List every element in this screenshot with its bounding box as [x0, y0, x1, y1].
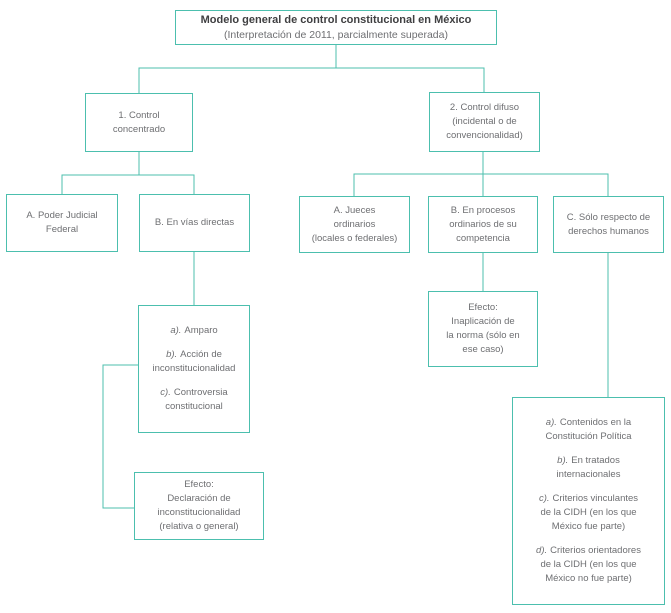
efecto-text-line: (relativa o general) [159, 521, 239, 532]
efecto-text-line: la norma (sólo en [446, 330, 520, 341]
list-item-tratados: b).En tratados internacionales [557, 454, 621, 482]
item-text: Criterios orientadores [550, 545, 641, 556]
node-procesos-ordinarios: B. En procesos ordinarios de su competen… [428, 196, 538, 253]
item-marker: d). [536, 545, 548, 556]
item-marker: a). [170, 325, 182, 336]
node-label-line: B. En vías directas [154, 217, 235, 228]
item-text: Acción de [180, 349, 222, 360]
node-label-line: competencia [456, 232, 510, 244]
item-marker: b). [166, 349, 178, 360]
node-label-line: 2. Control difuso [449, 102, 520, 113]
list-item-criterios-orientadores: d).Criterios orientadores de la CIDH (en… [536, 544, 641, 586]
node-label-line: (incidental o de [452, 116, 517, 127]
item-text: Contenidos en la [559, 417, 632, 428]
diagram-subtitle: (Interpretación de 2011, parcialmente su… [224, 29, 448, 41]
efecto-label: Efecto: [184, 479, 214, 490]
node-label-line: A. Jueces [333, 204, 376, 216]
item-text: Amparo [184, 325, 218, 336]
item-marker: c). [538, 493, 550, 504]
item-marker: c). [160, 387, 171, 398]
connector-difuso-split [353, 173, 609, 196]
efecto-text-line: Declaración de [167, 493, 231, 504]
item-text: México no fue parte) [545, 573, 632, 584]
item-text: Criterios vinculantes [552, 493, 639, 504]
node-label-line: convencionalidad) [446, 130, 523, 141]
diagram-title: Modelo general de control constitucional… [200, 14, 472, 26]
title-node: Modelo general de control constitucional… [175, 10, 497, 45]
node-label-line: C. Sólo respecto de [566, 211, 651, 223]
item-text: de la CIDH (en los que [540, 507, 637, 518]
item-text: internacionales [556, 469, 621, 480]
item-text: México fue parte) [551, 521, 626, 532]
node-label-line: Federal [45, 224, 79, 235]
item-marker: b). [557, 455, 569, 466]
node-label-line: ordinarios de su [449, 218, 517, 230]
node-control-concentrado: 1. Control concentrado [85, 93, 193, 152]
node-label-line: ordinarios [333, 218, 376, 230]
node-label-line: 1. Control [118, 109, 160, 121]
node-label-line: A. Poder Judicial [26, 210, 98, 221]
list-item-criterios-vinculantes: c).Criterios vinculantes de la CIDH (en … [539, 492, 638, 534]
node-label-line: (locales o federales) [311, 232, 398, 244]
node-control-difuso: 2. Control difuso (incidental o de conve… [429, 92, 540, 152]
item-text: Constitución Política [545, 431, 632, 442]
node-label-line: derechos humanos [568, 225, 649, 237]
node-jueces-ordinarios: A. Jueces ordinarios (locales o federale… [299, 196, 410, 253]
node-label-line: B. En procesos [450, 204, 516, 216]
list-item-amparo: a).Amparo [170, 324, 217, 338]
item-marker: a). [545, 417, 557, 428]
item-text: de la CIDH (en los que [540, 559, 637, 570]
node-efecto-declaracion: Efecto: Declaración de inconstitucionali… [134, 472, 264, 540]
connector-concentrado-split [61, 174, 195, 194]
node-vias-directas-list: a).Amparo b).Acción de inconstitucionali… [138, 305, 250, 433]
node-efecto-inaplicacion: Efecto: Inaplicación de la norma (sólo e… [428, 291, 538, 367]
node-vias-directas: B. En vías directas [139, 194, 250, 252]
list-item-accion-inconstitucionalidad: b).Acción de inconstitucionalidad [153, 348, 236, 376]
item-text: inconstitucionalidad [152, 363, 236, 374]
node-derechos-humanos-list: a).Contenidos en la Constitución Polític… [512, 397, 665, 605]
item-text: Controversia [173, 387, 228, 398]
efecto-text-line: Inaplicación de [451, 316, 515, 327]
efecto-text-line: inconstitucionalidad [157, 507, 241, 518]
efecto-label: Efecto: [468, 302, 498, 313]
node-poder-judicial-federal: A. Poder Judicial Federal [6, 194, 118, 252]
list-item-constitucion: a).Contenidos en la Constitución Polític… [545, 416, 631, 444]
item-text: constitucional [165, 401, 223, 412]
connector-top-split [138, 67, 485, 93]
item-text: En tratados [571, 455, 620, 466]
node-label-line: concentrado [112, 123, 166, 135]
node-solo-derechos-humanos: C. Sólo respecto de derechos humanos [553, 196, 664, 253]
efecto-text-line: ese caso) [462, 344, 504, 355]
list-item-controversia-constitucional: c).Controversia constitucional [160, 386, 227, 414]
connector-vias-efecto [102, 364, 138, 509]
